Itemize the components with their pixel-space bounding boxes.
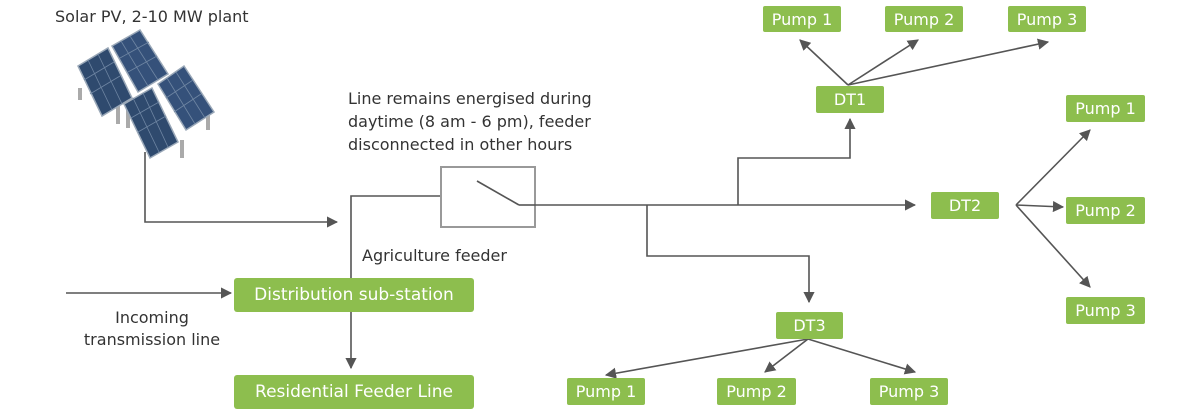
agriculture-feeder-label: Agriculture feeder <box>362 246 507 265</box>
dt2-box: DT2 <box>931 192 999 219</box>
dt3-box: DT3 <box>776 312 843 339</box>
feeder-note-line3: disconnected in other hours <box>348 135 573 154</box>
dt3-pump-3-box: Pump 3 <box>870 378 948 405</box>
dt1-pump-3-box: Pump 3 <box>1008 6 1086 32</box>
switch-lever <box>476 180 520 206</box>
dt1-branch-line <box>737 117 856 205</box>
feeder-note-line1: Line remains energised during <box>348 89 592 108</box>
dt2-pump-1-box: Pump 1 <box>1066 95 1145 122</box>
dt3-pump-2-box: Pump 2 <box>717 378 796 405</box>
dt1-pump-1-box: Pump 1 <box>763 6 841 32</box>
dt2-pump-3-box: Pump 3 <box>1066 297 1145 324</box>
dt3-pump-1-box: Pump 1 <box>567 378 645 405</box>
dt1-pump-2-box: Pump 2 <box>885 6 963 32</box>
dt3-branch-line <box>646 205 815 304</box>
solar-plant-label: Solar PV, 2-10 MW plant <box>55 7 249 26</box>
dt2-pump-arrows <box>1015 129 1091 288</box>
dt1-pump-arrows <box>799 38 1050 86</box>
dt2-pump-2-box: Pump 2 <box>1066 197 1145 224</box>
solar-panels-icon <box>77 28 216 160</box>
distribution-substation-box: Distribution sub-station <box>234 278 474 312</box>
solar-output-line <box>144 152 339 228</box>
feeder-note-line2: daytime (8 am - 6 pm), feeder <box>348 112 591 131</box>
dt1-box: DT1 <box>816 86 884 113</box>
residential-feeder-box: Residential Feeder Line <box>234 375 474 409</box>
agriculture-feeder-line <box>350 195 441 278</box>
incoming-label-line2: transmission line <box>83 330 221 349</box>
switch-box <box>440 166 536 228</box>
dt3-pump-arrows <box>604 338 917 379</box>
incoming-label-line1: Incoming <box>115 308 189 327</box>
